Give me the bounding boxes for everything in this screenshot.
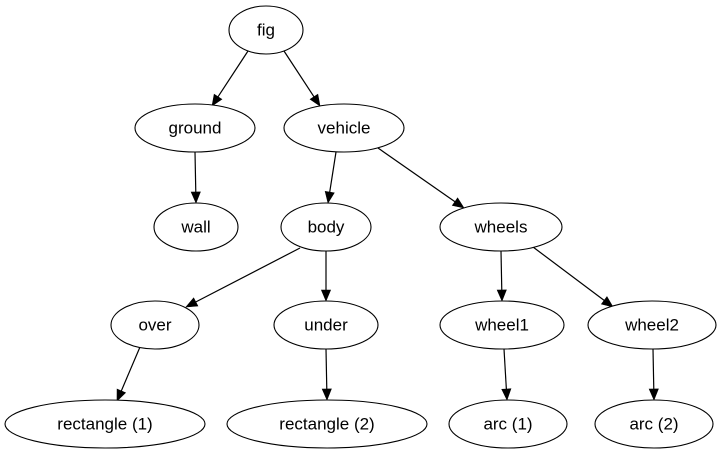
node-label-rectangle2: rectangle (2) [279,414,374,433]
edge-over-to-rectangle1 [116,346,141,402]
node-ellipse-vehicle[interactable] [283,103,405,153]
node-ellipse-over[interactable] [110,300,200,350]
graph-node-wall[interactable]: wall [153,202,239,252]
arrowhead-icon [451,197,465,209]
edge-wheels-to-wheel2 [532,246,614,308]
node-layer: fig ground vehicle wall body wheels over under w… [4,5,717,449]
arrowhead-icon [600,296,614,308]
edge-ground-to-wall [190,151,201,204]
node-ellipse-fig[interactable] [228,5,304,55]
edge-body-to-under [320,251,332,302]
graph-node-arc1[interactable]: arc (1) [448,399,568,449]
edge-fig-to-vehicle [283,50,321,107]
node-ellipse-wheel1[interactable] [439,300,565,350]
node-ellipse-arc1[interactable] [448,399,568,449]
node-label-wheels: wheels [474,217,528,236]
edge-line [503,348,508,392]
graph-node-vehicle[interactable]: vehicle [283,103,405,153]
arrowhead-icon [496,289,507,302]
edge-vehicle-to-body [324,151,337,204]
arrowhead-icon [190,191,201,204]
arrowhead-icon [320,289,332,302]
node-ellipse-body[interactable] [280,202,372,252]
graph-node-ground[interactable]: ground [134,103,256,153]
node-label-vehicle: vehicle [318,118,371,137]
graph-node-wheel2[interactable]: wheel2 [587,300,717,350]
node-label-ground: ground [169,118,222,137]
edge-wheel1-to-arc1 [501,348,512,401]
graph-node-body[interactable]: body [280,202,372,252]
node-ellipse-ground[interactable] [134,103,256,153]
arrowhead-icon [321,388,332,401]
edge-body-to-over [185,247,301,308]
edge-vehicle-to-wheels [377,147,465,209]
node-label-body: body [308,217,345,236]
graph-node-arc2[interactable]: arc (2) [594,399,714,449]
arrowhead-icon [324,191,335,204]
edge-under-to-rectangle2 [321,348,332,401]
node-label-wheel2: wheel2 [624,315,679,334]
edge-line [652,348,655,392]
node-ellipse-wall[interactable] [153,202,239,252]
node-label-rectangle1: rectangle (1) [57,414,152,433]
edge-line [377,147,457,204]
graph-node-under[interactable]: under [273,300,379,350]
edge-wheels-to-wheel1 [496,250,507,302]
graph-node-rectangle2[interactable]: rectangle (2) [226,399,428,449]
node-ellipse-wheels[interactable] [439,202,563,252]
node-ellipse-rectangle1[interactable] [4,399,206,449]
arrowhead-icon [501,388,512,401]
arrowhead-icon [116,388,127,402]
node-label-over: over [138,315,171,334]
node-ellipse-wheel2[interactable] [587,300,717,350]
node-label-arc2: arc (2) [629,414,678,433]
arrowhead-icon [309,93,321,107]
node-label-wheel1: wheel1 [474,315,529,334]
edge-line [328,151,337,195]
node-label-fig: fig [257,20,275,39]
edge-line [193,247,301,304]
node-label-wall: wall [180,217,210,236]
node-ellipse-under[interactable] [273,300,379,350]
edge-layer [116,50,659,402]
arrowhead-icon [185,297,199,308]
edge-line [216,50,249,99]
graph-node-over[interactable]: over [110,300,200,350]
graph-node-wheels[interactable]: wheels [439,202,563,252]
node-label-under: under [304,315,348,334]
arrowhead-icon [211,93,223,107]
node-label-arc1: arc (1) [483,414,532,433]
arrowhead-icon [648,388,659,401]
edge-line [119,346,141,393]
node-ellipse-arc2[interactable] [594,399,714,449]
graph-node-fig[interactable]: fig [228,5,304,55]
graph-node-wheel1[interactable]: wheel1 [439,300,565,350]
graph-node-rectangle1[interactable]: rectangle (1) [4,399,206,449]
edge-wheel2-to-arc2 [648,348,659,401]
edge-line [283,50,316,99]
edge-line [532,246,607,303]
edge-line [194,151,197,195]
edge-line [325,348,328,392]
edge-fig-to-ground [211,50,249,107]
node-ellipse-rectangle2[interactable] [226,399,428,449]
edge-line [500,250,503,293]
